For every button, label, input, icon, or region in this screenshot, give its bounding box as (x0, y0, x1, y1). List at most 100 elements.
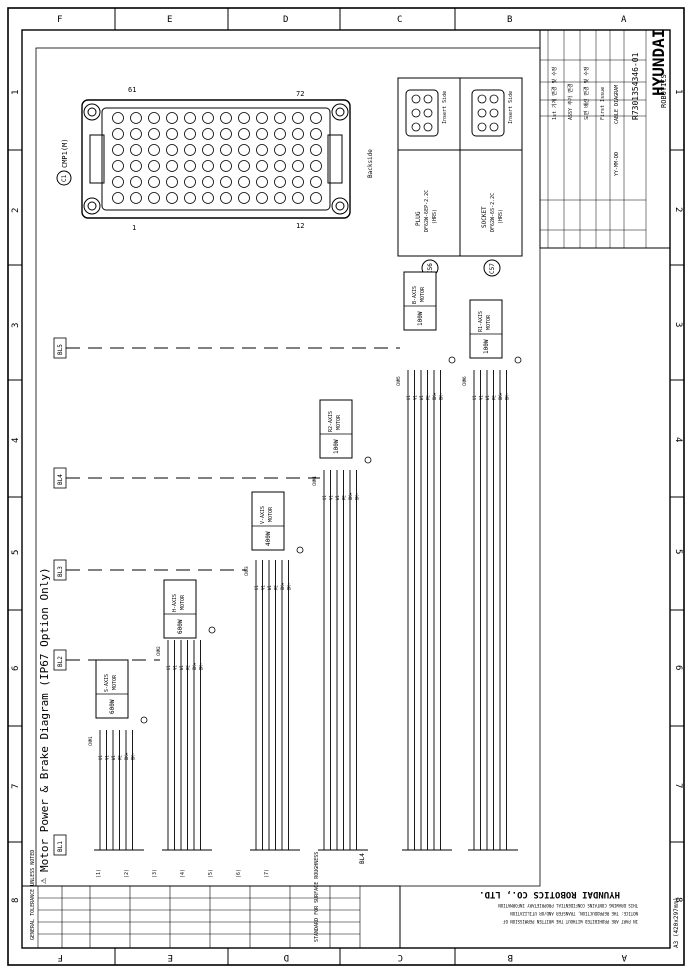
wire-label: BK+ (280, 582, 285, 590)
wire-label: BK+ (432, 392, 437, 400)
connector-pin (130, 192, 142, 204)
motor-axis-B-AXIS: B-AXIS (412, 286, 418, 304)
connector-pin (112, 192, 124, 204)
motor-power: 100W (483, 339, 490, 354)
wire-label: BK- (287, 583, 292, 590)
svg-text:IN PART ARE PROHIBITED WITHOUT: IN PART ARE PROHIBITED WITHOUT THE WRITT… (503, 919, 638, 924)
connector-pin (238, 160, 250, 172)
connector-pin (184, 192, 196, 204)
mini-connector-pin (489, 94, 499, 104)
wire-label: BK- (199, 663, 204, 670)
company-name: HYUNDAI ROBOTICS CO., LTD. (479, 889, 620, 899)
zone-row-top-F: F (57, 15, 62, 25)
zone-markers (8, 8, 684, 965)
connector-pin (256, 112, 268, 124)
wire-label: PE (342, 495, 347, 500)
wire-label: V1 (479, 395, 484, 400)
wire-label: PE (118, 755, 123, 760)
motor-box (163, 579, 197, 639)
motor-box (251, 491, 285, 551)
revision-1: 1st 기계 변경 및 수정 (551, 67, 558, 120)
brand-sub: ROBOTICS (660, 74, 668, 108)
zone-row-top-E: E (167, 15, 172, 25)
connector-pin (274, 192, 286, 204)
connector-pin (202, 128, 214, 140)
zone-col-right-5: 5 (673, 549, 683, 554)
connector-pin (274, 160, 286, 172)
wire-label: W1 (267, 585, 272, 590)
pin-61-label: 61 (128, 86, 136, 94)
wire-label: W1 (179, 665, 184, 670)
mini-connector-pin (423, 122, 433, 132)
connector-pin (166, 176, 178, 188)
connector-pin (112, 112, 124, 124)
svg-text:THIS DRAWING CONTAINS CONFIDEN: THIS DRAWING CONTAINS CONFIDENTIAL PROPR… (498, 903, 638, 908)
bottom-pin-label: (7) (264, 869, 270, 878)
socket-kind: SOCKET (481, 206, 488, 228)
connector-pin (220, 144, 232, 156)
connector-pin (256, 128, 268, 140)
motor-axis-S-AXIS: S-AXIS (104, 674, 110, 692)
company-notice: HYUNDAI ROBOTICS CO., LTD. THIS DRAWING … (479, 889, 638, 924)
zone-col-left-3: 3 (11, 323, 21, 328)
connector-pin (112, 176, 124, 188)
wire-label: U1 (254, 585, 259, 590)
connector-pin (238, 192, 250, 204)
mini-connector-pin (411, 108, 421, 118)
bus-tag-BL5: BL5 (57, 344, 64, 355)
motor-box (95, 659, 129, 719)
zone-col-right-1: 1 (673, 89, 683, 94)
revision-2: ASSY 추가 변경 (567, 84, 574, 120)
connector-pin (310, 112, 322, 124)
motor-axis-R2-AXIS: R2-AXIS (328, 411, 334, 432)
connector-pin (148, 112, 160, 124)
bottom-pin-label: (3) (152, 869, 158, 878)
tolerance-block: GENERAL TOLERANCE UNLESS NOTED STANDARD … (21, 850, 401, 949)
mini-connector-pin (489, 122, 499, 132)
bottom-pin-label: (4) (180, 869, 186, 878)
motor-box (403, 271, 437, 331)
motor-connector-CNM5: CNM5 (396, 376, 401, 386)
motor-connector-CNM2: CNM2 (156, 646, 161, 656)
zone-col-left-8: 8 (11, 898, 21, 903)
zone-col-right-3: 3 (673, 322, 683, 327)
connector-pin (166, 112, 178, 124)
zone-row-bottom-E: E (168, 952, 173, 962)
connector-pin (130, 144, 142, 156)
surface-standard: STANDARD FOR SURFACE ROUGHNESS (314, 852, 320, 942)
backside-note: Backside (367, 149, 374, 178)
connector-pin (310, 128, 322, 140)
connector-name: CMP1(M) (61, 138, 69, 168)
brand-logo: HYUNDAI (649, 29, 668, 96)
connector-pin (310, 176, 322, 188)
socket-maker: (HRS) (498, 209, 504, 224)
wire-label: BK- (355, 493, 360, 500)
zone-col-right-4: 4 (673, 437, 683, 442)
pin-12-label: 12 (296, 222, 304, 230)
motor-label: MOTOR (180, 594, 186, 610)
motor-label: MOTOR (336, 414, 342, 430)
bus-tag-BL3: BL3 (57, 566, 64, 577)
motor-axis-H-AXIS: H-AXIS (172, 594, 178, 612)
zone-col-right-7: 7 (673, 783, 683, 788)
motor-connector-CNM6: CNM6 (462, 376, 467, 386)
wire-label: U1 (166, 665, 171, 670)
socket-id: C57 (489, 263, 496, 274)
connector-pin (238, 176, 250, 188)
plug-maker: (HRS) (432, 209, 438, 224)
wire-label: PE (492, 395, 497, 400)
connector-pin (256, 160, 268, 172)
wire-label: BK+ (498, 392, 503, 400)
motor-axis-V-AXIS: V-AXIS (260, 506, 266, 524)
drawing-title: CABLE DIAGRAM (614, 85, 620, 124)
zone-col-right-8: 8 (673, 897, 683, 902)
connector-pin (238, 144, 250, 156)
wire-label: V1 (105, 755, 110, 760)
mini-connector-pin (489, 108, 499, 118)
wire-label: V1 (329, 495, 334, 500)
wire-label: W1 (335, 495, 340, 500)
zone-row-bottom-C: C (398, 952, 403, 962)
ground-node (140, 716, 148, 724)
